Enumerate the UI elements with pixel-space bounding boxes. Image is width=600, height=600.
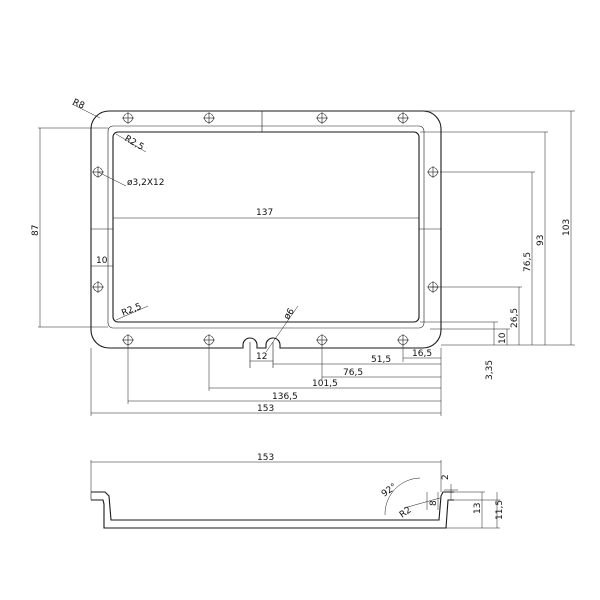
mounting-hole (397, 334, 409, 346)
dim-16-5: 16,5 (412, 349, 432, 359)
mounting-hole (397, 112, 409, 124)
cable-notches (232, 337, 290, 368)
dim-153: 153 (257, 404, 274, 414)
radius-label: R2 (398, 505, 414, 520)
height-11-5-label: 11,5 (495, 500, 505, 520)
dim-136-5: 136,5 (272, 392, 298, 402)
dim-76-5: 76,5 (343, 368, 363, 378)
mounting-holes (92, 112, 439, 346)
dim-inner-width: 137 (256, 208, 273, 218)
dim-height-26-5: 26,5 (510, 308, 520, 328)
dim-height-87: 87 (31, 225, 41, 236)
top-callouts: R8 R2,5 ø3,2X12 R2,5 ø6 (71, 98, 299, 353)
dim-height-3-35: 3,35 (485, 360, 495, 380)
mounting-hole (203, 334, 215, 346)
flange-label: 8 (429, 500, 439, 506)
dim-side-margin: 10 (96, 256, 108, 266)
side-profile (90, 491, 454, 529)
corner-radius-label: R8 (71, 98, 86, 112)
side-dimensions: 153 92° R2 8 2 13 11,5 (90, 453, 505, 529)
dim-height-93: 93 (536, 235, 546, 246)
mounting-hole (122, 334, 134, 346)
dim-height-10: 10 (498, 332, 508, 344)
hole-spec-label: ø3,2X12 (127, 178, 164, 188)
mounting-hole (122, 112, 134, 124)
dim-101-5: 101,5 (312, 379, 338, 389)
dim-51-5: 51,5 (371, 355, 391, 365)
height-13-label: 13 (473, 503, 483, 514)
mounting-hole (92, 281, 104, 293)
mounting-hole (427, 166, 439, 178)
inner-radius-bottom-label: R2,5 (120, 302, 143, 319)
dim-notch-width: 12 (256, 352, 267, 362)
dim-height-103: 103 (562, 219, 572, 236)
top-dimensions: 137 10 87 103 93 76,5 26,5 10 (31, 110, 575, 416)
mounting-hole (316, 334, 328, 346)
notch-diameter-label: ø6 (282, 307, 297, 322)
side-length-label: 153 (257, 453, 274, 463)
inner-radius-top-label: R2,5 (123, 134, 146, 153)
dim-height-76-5: 76,5 (523, 252, 533, 272)
thickness-label: 2 (441, 474, 451, 480)
mounting-hole (316, 112, 328, 124)
mounting-hole (203, 112, 215, 124)
angle-label: 92° (380, 482, 399, 499)
